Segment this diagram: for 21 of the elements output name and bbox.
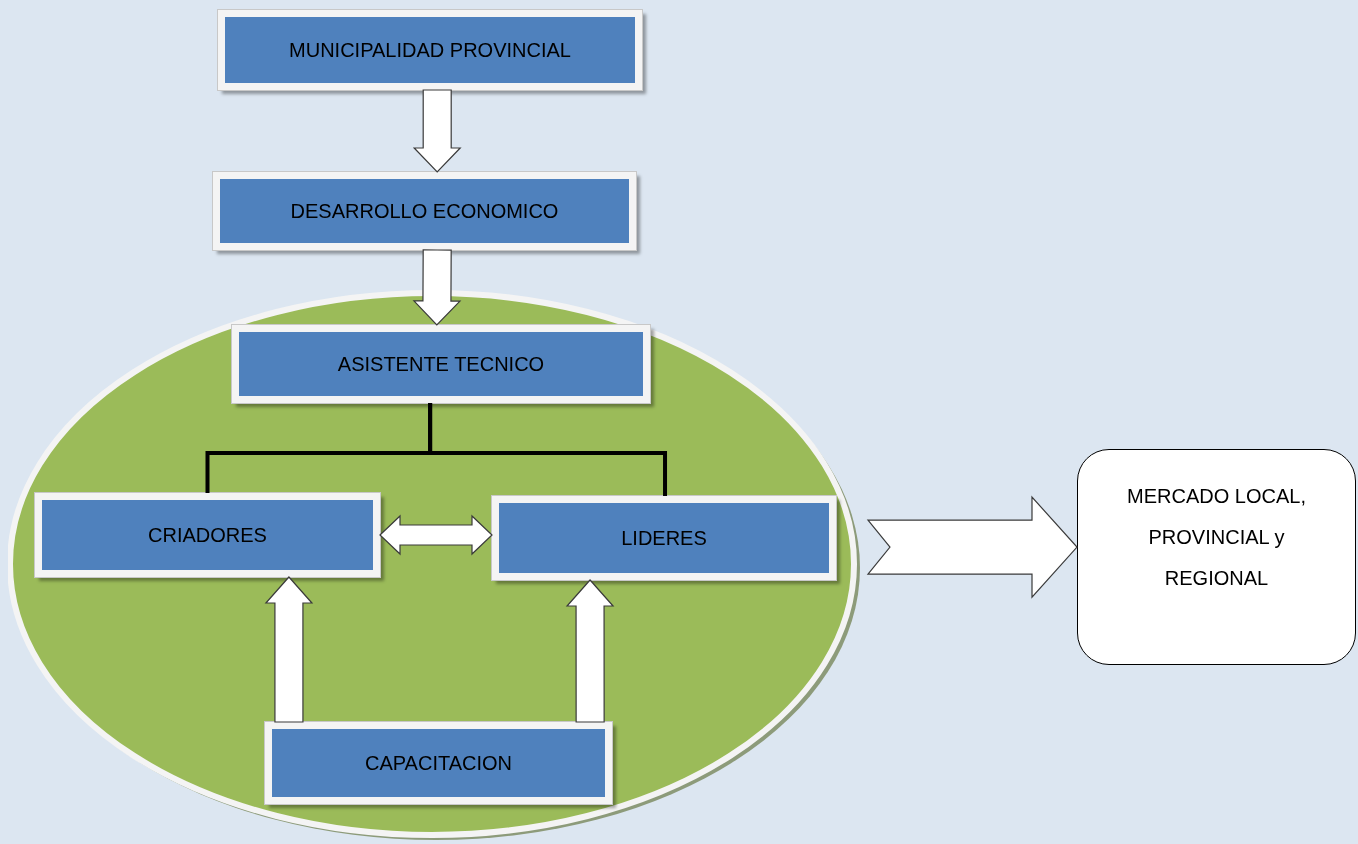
block-arrow [412,89,462,173]
box-label: CRIADORES [148,522,267,548]
box-label: CAPACITACION [364,750,513,776]
process-box [213,172,636,250]
block-arrow [412,249,462,326]
box-label: ASISTENTE TECNICO [337,351,545,377]
box-label: MUNICIPALIDAD PROVINCIAL [289,37,571,63]
box-label: DESARROLLO ECONOMICO [290,198,559,224]
block-arrow [565,579,615,723]
box-label: LIDERES [621,525,707,551]
connector-line [428,403,668,496]
process-box [492,496,836,580]
block-arrow [866,495,1078,599]
process-box [232,325,650,403]
double-block-arrow [379,514,493,556]
process-box [35,493,380,577]
process-box [218,10,642,90]
box-label: MERCADO LOCAL, PROVINCIAL y REGIONAL [1126,484,1307,591]
process-box [265,722,612,804]
rounded-box [1077,449,1356,665]
block-arrow [264,576,314,723]
